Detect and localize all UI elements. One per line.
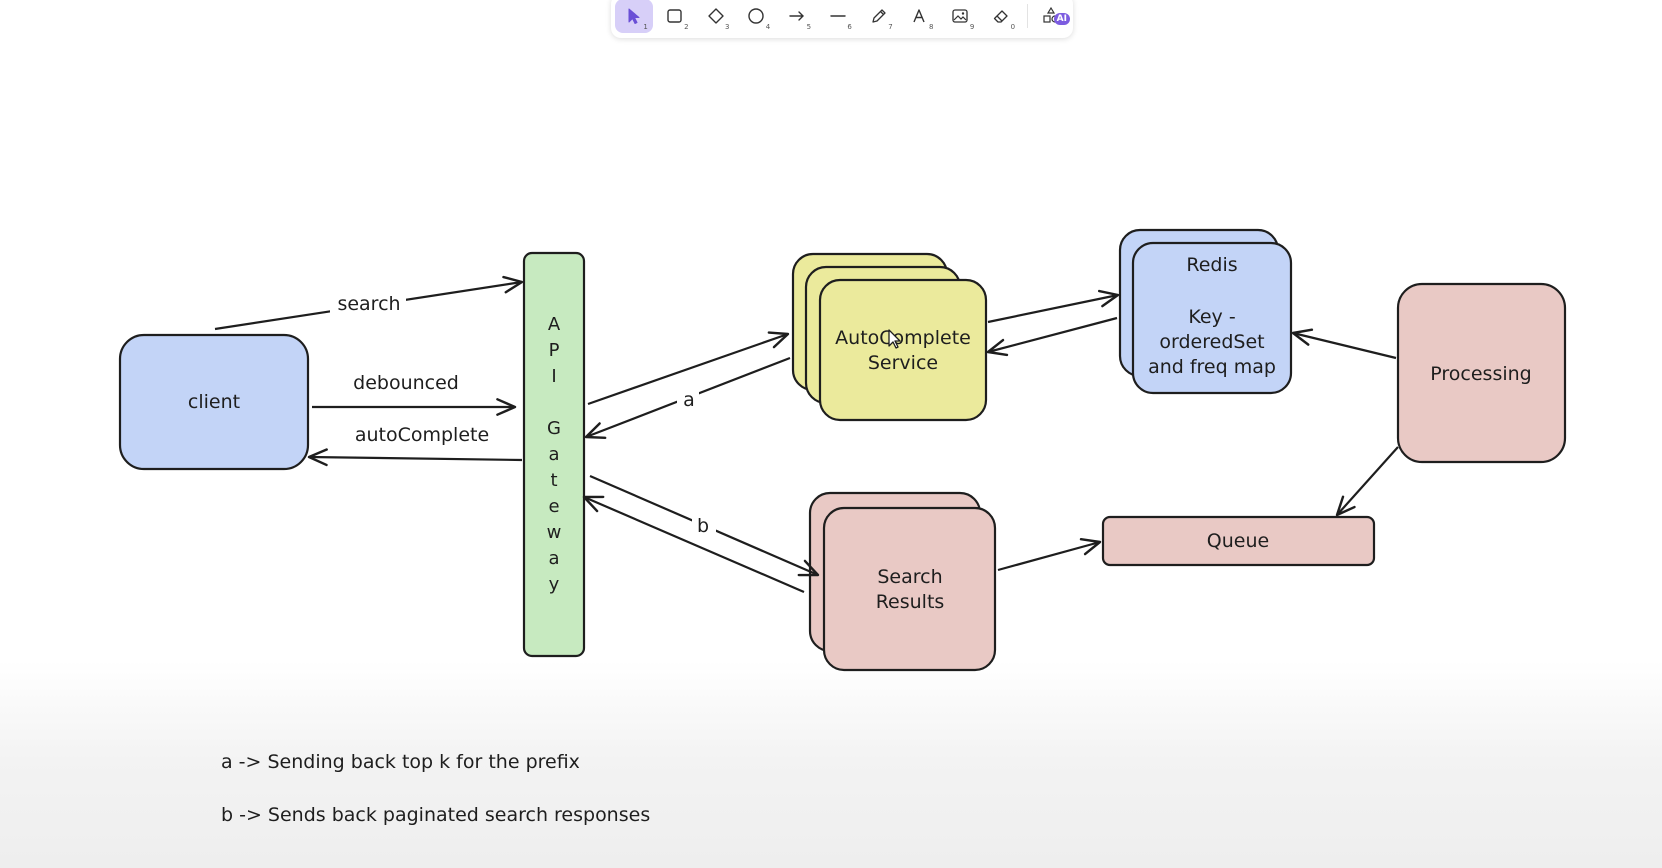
arrow-tool[interactable]: 5 <box>778 0 816 33</box>
api-gateway-node[interactable]: A P I G a t e w a y <box>522 251 586 658</box>
queue-label: Queue <box>1207 530 1269 552</box>
debounced-edge-label: debounced <box>353 372 459 394</box>
redis-label-line4: and freq map <box>1148 356 1276 378</box>
note-b: b -> Sends back paginated search respons… <box>221 804 651 826</box>
processing-label: Processing <box>1430 363 1531 385</box>
gateway-letter: y <box>549 574 560 595</box>
gateway-letter: w <box>547 522 562 543</box>
gateway-to-autocomplete-arrow[interactable] <box>587 331 790 406</box>
search-results-node[interactable]: Search Results <box>808 491 997 672</box>
eraser-icon <box>994 10 1008 23</box>
a-edge-label: a <box>683 389 695 411</box>
gateway-letter: e <box>548 496 559 517</box>
gateway-letter: A <box>548 314 561 335</box>
queue-node[interactable]: Queue <box>1101 515 1376 567</box>
search-results-label-line1: Search <box>877 566 942 588</box>
autocomplete-to-redis-arrow[interactable] <box>987 289 1120 324</box>
selection-tool[interactable]: 1 <box>615 0 653 33</box>
ellipse-tool[interactable]: 4 <box>737 0 775 33</box>
search-label-bg <box>330 287 406 315</box>
b-label-bg <box>692 512 716 540</box>
image-tool[interactable]: 9 <box>942 0 980 33</box>
diamond-icon <box>707 8 724 24</box>
gateway-letter: I <box>551 366 556 387</box>
gateway-letter: a <box>548 548 559 569</box>
processing-to-redis-arrow[interactable] <box>1291 328 1397 360</box>
eraser-tool[interactable]: 0 <box>982 0 1020 33</box>
a-label-bg <box>677 384 699 410</box>
note-a: a -> Sending back top k for the prefix <box>221 751 580 773</box>
toolbar-divider <box>1027 4 1029 28</box>
redis-label-line3: orderedSet <box>1159 331 1264 353</box>
pointer-icon <box>628 8 640 24</box>
pencil-tool[interactable]: 7 <box>860 0 898 33</box>
processing-node[interactable]: Processing <box>1396 282 1567 464</box>
autocomplete-edge-label: autoComplete <box>355 424 489 446</box>
redis-node[interactable]: Redis Key - orderedSet and freq map <box>1118 228 1293 395</box>
autocomplete-label-line1: AutoComplete <box>835 327 971 349</box>
search-results-label-line2: Results <box>876 591 945 613</box>
search-edge-label: search <box>337 293 400 315</box>
rectangle-tool[interactable]: 2 <box>656 0 694 33</box>
redis-to-autocomplete-arrow[interactable] <box>986 316 1118 357</box>
text-icon <box>912 9 925 23</box>
pencil-icon <box>872 9 886 23</box>
ai-badge: AI <box>1053 13 1070 25</box>
client-node[interactable]: client <box>118 333 310 471</box>
image-icon <box>952 9 969 23</box>
line-tool[interactable]: 6 <box>819 0 857 33</box>
rectangle-icon <box>667 9 682 23</box>
arrow-icon <box>789 11 805 21</box>
processing-to-queue-arrow[interactable] <box>1335 446 1399 517</box>
autocomplete-service-node[interactable]: AutoComplete Service <box>791 252 988 422</box>
autocomplete-response-arrow[interactable] <box>307 448 523 467</box>
diamond-tool[interactable]: 3 <box>697 0 735 33</box>
search-results-to-queue-arrow[interactable] <box>997 538 1102 572</box>
redis-label-line2: Key - <box>1188 306 1235 328</box>
autocomplete-label-line2: Service <box>868 352 938 374</box>
toolbar: 1 2 3 4 5 6 7 8 9 0 AI <box>611 0 1073 38</box>
gateway-letter: t <box>550 470 557 491</box>
ellipse-icon <box>748 8 765 24</box>
text-tool[interactable]: 8 <box>901 0 939 33</box>
b-edge-label: b <box>697 515 709 537</box>
line-icon <box>830 15 846 17</box>
more-shapes-tool[interactable]: AI <box>1032 0 1070 33</box>
search-results-to-gateway-arrow-b[interactable] <box>582 495 805 594</box>
gateway-letter: G <box>547 418 561 439</box>
redis-label-title: Redis <box>1186 254 1237 276</box>
gateway-letter: P <box>549 340 560 361</box>
client-label: client <box>188 391 240 413</box>
gateway-letter: a <box>548 444 559 465</box>
mouse-cursor-icon <box>888 329 901 349</box>
